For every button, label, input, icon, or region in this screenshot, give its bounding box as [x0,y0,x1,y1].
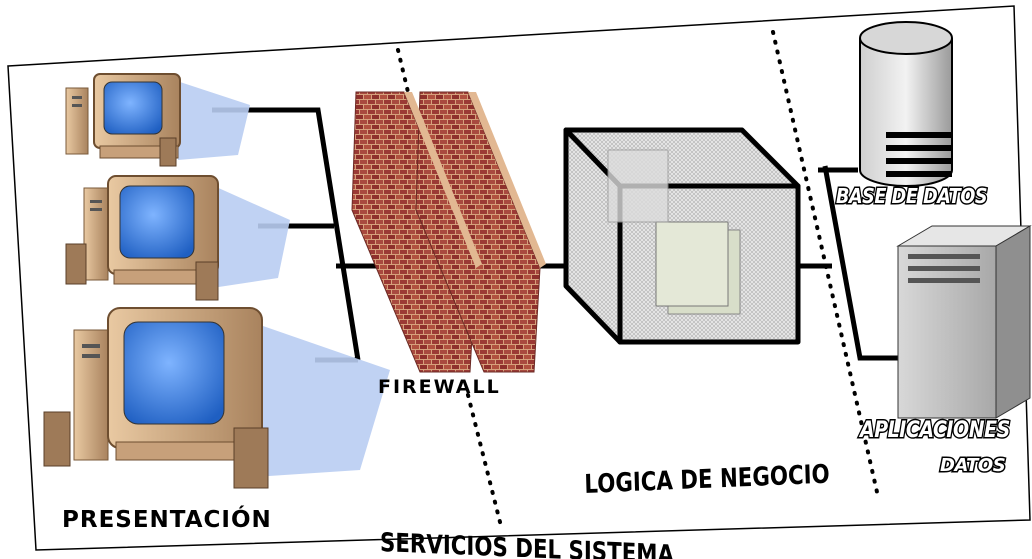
business-logic-cube-icon [563,127,801,345]
label-base-de-datos: BASE DE DATOS [835,183,989,210]
label-aplicaciones: APLICACIONES [859,417,1012,445]
separator-dotted-1 [396,48,410,94]
computer-icon [43,307,390,489]
label-firewall: FIREWALL [378,376,501,398]
database-cylinder-icon [859,21,953,187]
server-tower-icon [896,225,1032,419]
label-presentacion: PRESENTACIÓN [62,507,272,533]
label-datos: DATOS [938,454,1007,478]
outer-frame [7,5,1031,551]
computer-icon [65,175,290,301]
logic-to-data-connectors [798,165,904,361]
separator-dotted-3 [771,30,879,494]
computer-icon [65,73,250,167]
separator-dotted-2 [466,393,504,532]
brick-wall-icon [351,91,546,373]
